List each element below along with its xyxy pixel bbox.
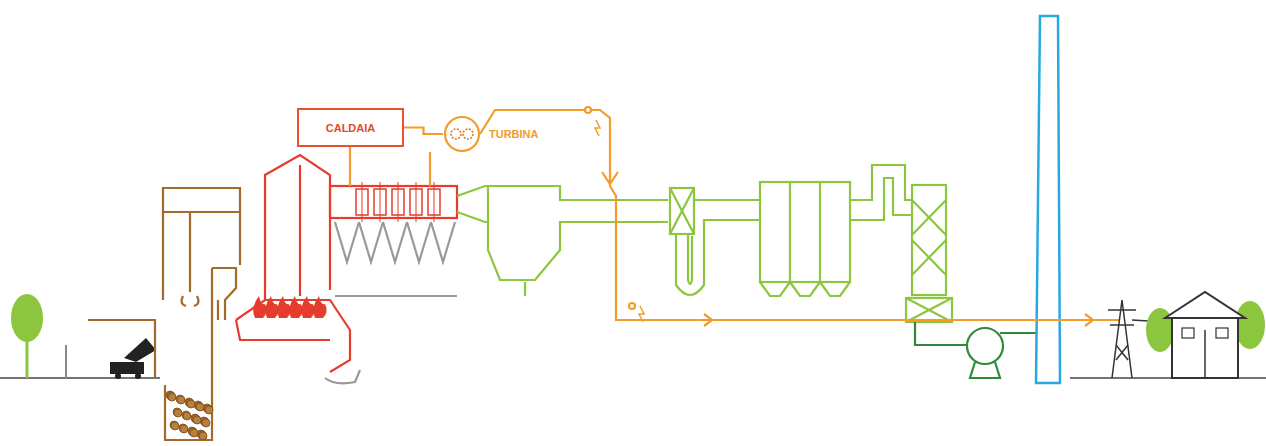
ash-discharge (325, 370, 360, 383)
waste-piece (168, 393, 176, 401)
induced-draft-fan (915, 322, 1036, 378)
waste-piece (204, 405, 212, 413)
tube (398, 182, 399, 222)
waste-piece (170, 421, 178, 429)
flue-gas-treatment (457, 165, 952, 322)
boiler-label-box: CALDAIA (297, 108, 404, 147)
waste-piece (186, 399, 194, 407)
flame (313, 296, 326, 318)
waste-piece (205, 406, 213, 414)
tube (380, 182, 381, 222)
waste-piece (199, 432, 207, 440)
tube (362, 182, 363, 222)
waste-piece (177, 396, 185, 404)
flames (253, 296, 326, 318)
waste-piece (192, 415, 200, 423)
steam-and-power-line (350, 107, 1120, 326)
flame (289, 296, 302, 318)
turbine-node: TURBINA (443, 115, 553, 153)
waste-piece (190, 429, 198, 437)
waste-piece (167, 392, 175, 400)
turbine-circle (445, 117, 479, 151)
node-label: TURBINA (489, 128, 539, 140)
hopper (431, 222, 455, 262)
tube (434, 182, 435, 222)
waste-piece (176, 395, 184, 403)
flame (253, 296, 266, 318)
ash-hoppers (335, 222, 457, 296)
tube (416, 182, 417, 222)
waste-pile (166, 391, 213, 440)
waste-piece (173, 408, 181, 416)
waste-piece (201, 418, 209, 426)
turbine-icon (443, 115, 481, 153)
tree (11, 294, 66, 378)
waste-piece (189, 428, 197, 436)
waste-piece (182, 411, 190, 419)
waste-piece (174, 409, 182, 417)
flame (277, 296, 290, 318)
gear (463, 129, 473, 139)
hopper (335, 222, 359, 262)
waste-piece (193, 416, 201, 424)
boiler (236, 155, 457, 372)
waste-piece (196, 403, 204, 411)
truck (110, 338, 156, 379)
waste-piece (180, 425, 188, 433)
stack (1036, 16, 1060, 383)
hopper (359, 222, 383, 262)
waste-piece (171, 422, 179, 430)
waste-bunker (88, 188, 240, 440)
steam-connector (404, 128, 443, 135)
hopper (407, 222, 431, 262)
flame (301, 296, 314, 318)
waste-piece (198, 431, 206, 439)
waste-piece (195, 402, 203, 410)
waste-piece (202, 419, 210, 427)
waste-piece (179, 424, 187, 432)
waste-piece (183, 412, 191, 420)
house (1146, 292, 1265, 378)
gear (451, 129, 461, 139)
node-label: CALDAIA (326, 122, 376, 134)
waste-piece (187, 400, 195, 408)
flame (265, 296, 278, 318)
hopper (383, 222, 407, 262)
